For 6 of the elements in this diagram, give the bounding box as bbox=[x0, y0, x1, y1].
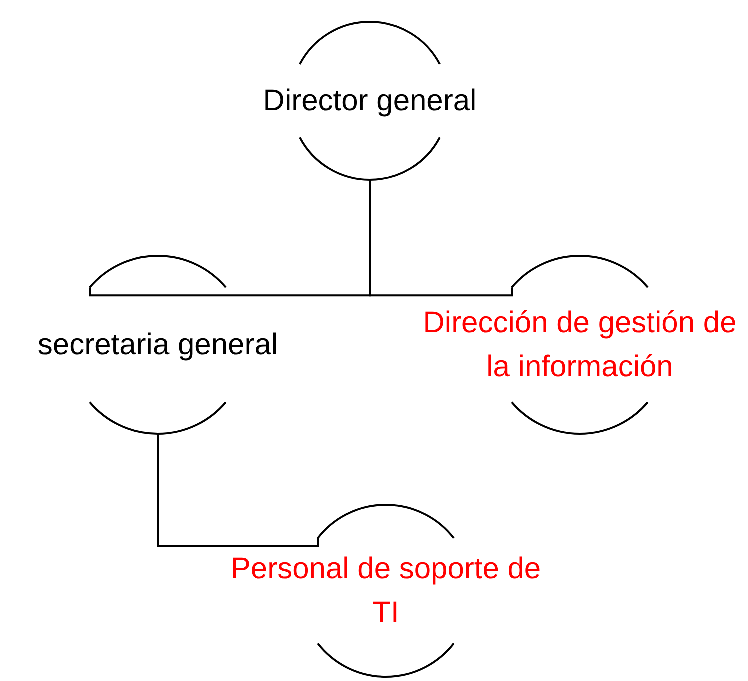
node-label: Personal de soporte de TI bbox=[230, 552, 542, 631]
node-label: Dirección de gestión de la información bbox=[422, 306, 738, 385]
connector-line bbox=[369, 180, 513, 297]
connector-line bbox=[157, 434, 319, 548]
node-label: Director general bbox=[263, 83, 477, 120]
node-label: secretaria general bbox=[38, 327, 278, 364]
